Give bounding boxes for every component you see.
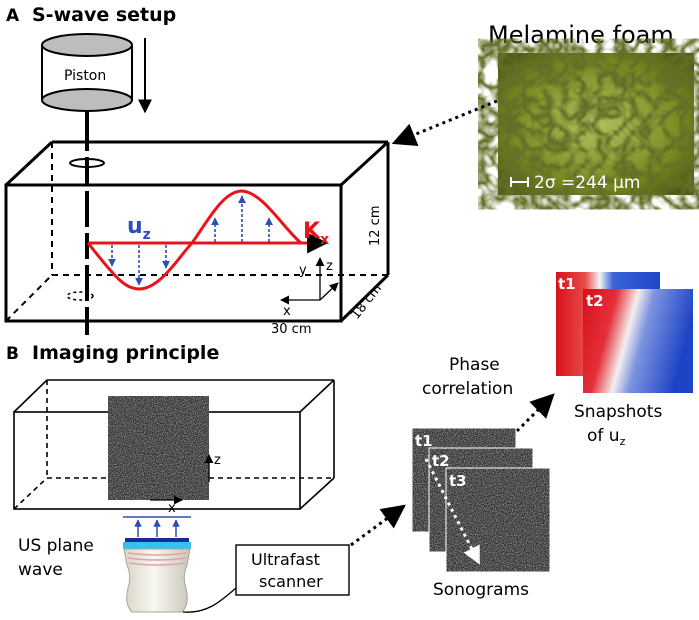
panel-a-title: S-wave setup	[32, 4, 176, 26]
us-label-line-2: wave	[18, 560, 63, 580]
snapshot-label-t1: t1	[558, 275, 576, 293]
axes-triad	[280, 257, 339, 305]
sonograms-label: Sonograms	[433, 580, 529, 600]
snapshot-label-t2: t2	[586, 292, 604, 310]
piston: Piston	[41, 33, 133, 112]
piston-label: Piston	[64, 68, 106, 84]
panel-b-title: Imaging principle	[32, 342, 219, 364]
foam-pointer-arrow	[391, 99, 498, 146]
sonogram-frame-t3	[445, 467, 551, 573]
sample-box	[4, 140, 390, 323]
sonograms-to-snapshots-arrow	[515, 393, 555, 433]
sonogram-label-t1: t1	[415, 432, 433, 450]
axis-x-label: x	[283, 304, 291, 319]
wave-curve	[86, 189, 302, 291]
foam-title: Melamine foam	[488, 21, 674, 49]
us-probe	[123, 516, 191, 613]
phase-label-line-1: Phase	[449, 355, 500, 375]
snapshots-label-line-1: Snapshots	[574, 402, 662, 422]
probe-cable	[182, 587, 237, 613]
snapshot-stack	[556, 272, 693, 393]
scanner-label-line-2: scanner	[259, 572, 323, 591]
kx-label: Kx	[303, 219, 329, 248]
ultrafast-scanner: Ultrafast scanner	[235, 544, 350, 596]
time-progression-arrow	[424, 458, 481, 565]
plane-axis-x-label: x	[168, 501, 176, 516]
rod-entry-ring	[69, 158, 105, 168]
uz-label: uz	[127, 214, 151, 243]
us-label-line-1: US plane	[18, 536, 94, 556]
sonogram-label-t3: t3	[449, 472, 467, 490]
scanner-label-line-1: Ultrafast	[251, 550, 320, 569]
scale-label: 2σ =244 μm	[534, 173, 640, 193]
rod-exit-ring	[66, 291, 94, 301]
width-label: 30 cm	[271, 322, 312, 337]
phase-label-line-2: correlation	[422, 379, 513, 399]
snapshots-label-line-2: of uz	[587, 426, 626, 448]
depth-label: 18 cm	[348, 281, 385, 322]
sonogram-label-t2: t2	[432, 452, 450, 470]
axis-z-label: z	[326, 259, 333, 274]
imaging-plane	[108, 396, 209, 500]
shear-wave: uz Kx	[86, 189, 329, 291]
plane-axis-z-label: z	[214, 453, 221, 468]
axis-y-label: y	[299, 263, 307, 278]
sonogram-stack	[411, 427, 551, 573]
panel-b-letter: B	[6, 344, 19, 364]
height-label: 12 cm	[368, 206, 383, 247]
scanner-to-sonograms-arrow	[350, 504, 406, 547]
snapshot-t2	[583, 289, 693, 393]
foam-micrograph: 2σ =244 μm	[498, 53, 694, 195]
panel-a-letter: A	[6, 6, 20, 26]
